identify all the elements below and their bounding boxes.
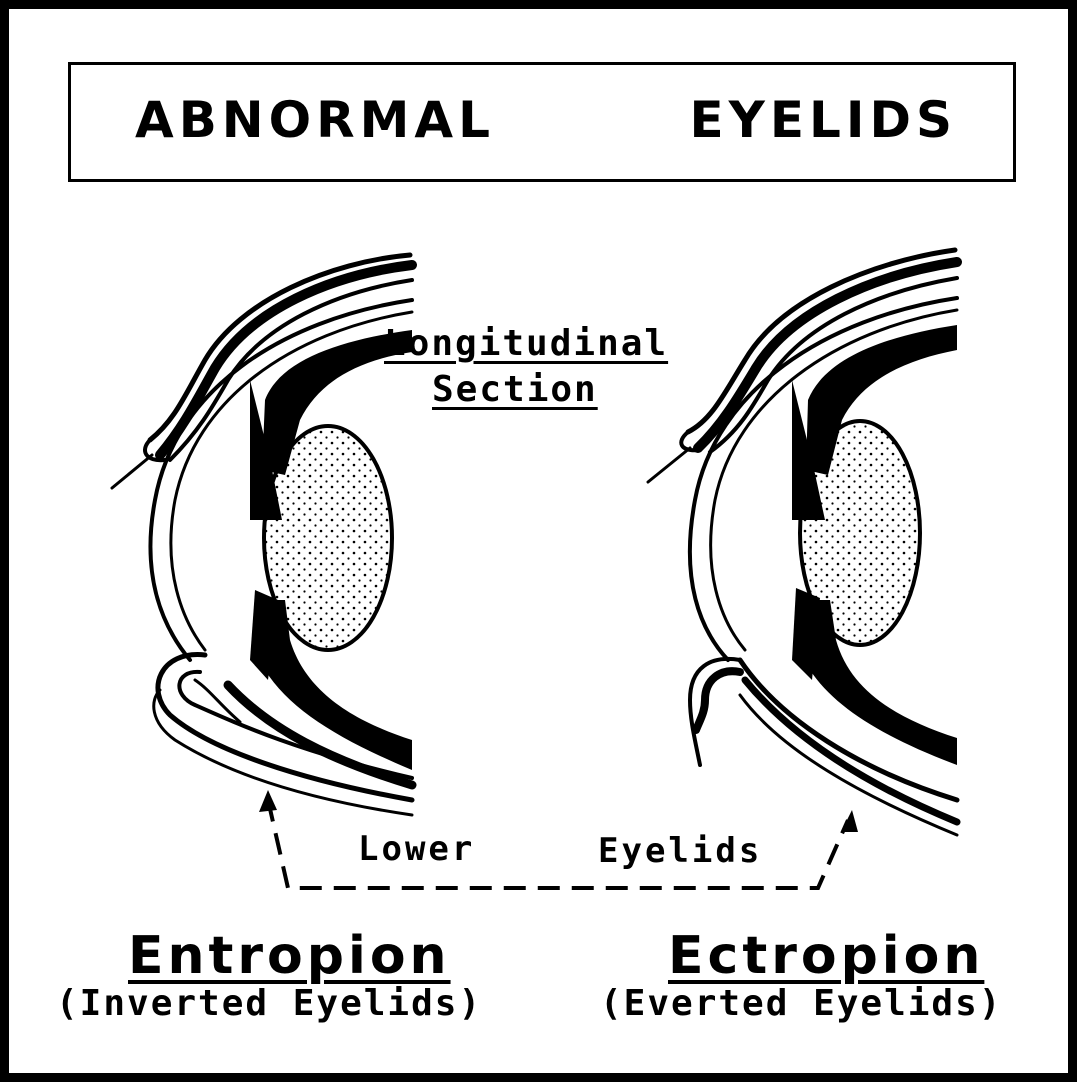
entropion-title: Entropion xyxy=(128,930,451,982)
left-arrowhead-icon xyxy=(259,790,277,812)
lower-label: Lower xyxy=(358,832,475,866)
section-label-line1: Longitudinal xyxy=(384,326,668,362)
entropion-description: (Inverted Eyelids) xyxy=(56,986,482,1022)
ectropion-description: (Everted Eyelids) xyxy=(600,986,1002,1022)
ectropion-lens xyxy=(800,421,920,645)
section-label-line2: Section xyxy=(432,372,598,408)
ectropion-title: Ectropion xyxy=(668,930,984,982)
right-arrowhead-icon xyxy=(841,810,858,832)
eyelids-label: Eyelids xyxy=(598,834,762,868)
entropion-lens xyxy=(264,426,392,650)
